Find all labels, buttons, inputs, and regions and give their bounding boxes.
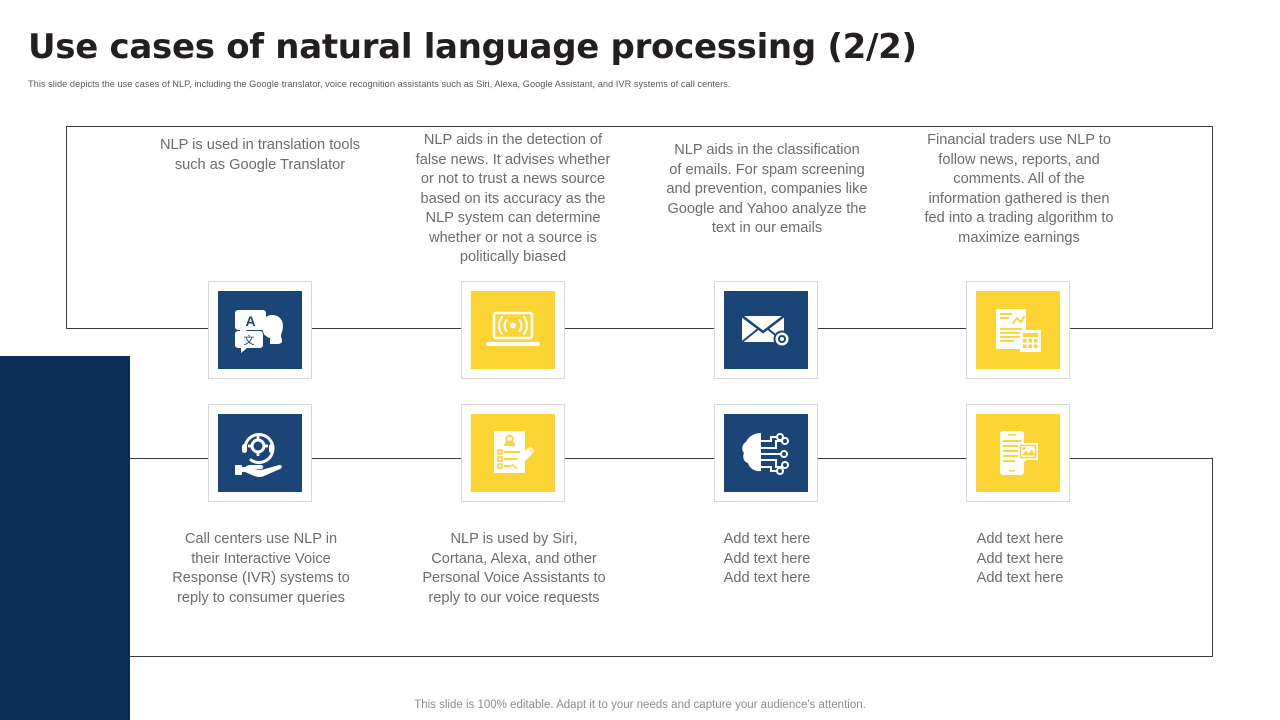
decorative-navy-block xyxy=(0,356,130,720)
icon-card-call-center[interactable] xyxy=(208,404,312,502)
desc-line: fed into a trading algorithm to xyxy=(924,210,1114,226)
description-placeholder-three: Add text here Add text here Add text her… xyxy=(651,530,883,589)
footer-note: This slide is 100% editable. Adapt it to… xyxy=(414,699,866,711)
icon-card-mobile-message[interactable] xyxy=(966,404,1070,502)
desc-line: Add text here xyxy=(723,531,811,547)
desc-line: politically biased xyxy=(459,249,567,265)
desc-line: their Interactive Voice xyxy=(191,550,331,567)
translate-icon: A 文 xyxy=(218,291,302,369)
desc-line: false news. It advises whether xyxy=(415,151,611,168)
desc-line: of emails. For spam screening xyxy=(669,161,865,178)
desc-line: Add text here xyxy=(976,570,1064,586)
desc-line: Add text here xyxy=(976,531,1064,547)
desc-line: Add text here xyxy=(723,570,811,586)
support-hand-icon xyxy=(218,414,302,492)
desc-line: comments. All of the xyxy=(953,171,1085,187)
icon-card-financial-trading[interactable] xyxy=(966,281,1070,379)
top-row-frame xyxy=(66,126,1213,329)
desc-line: or not to trust a news source xyxy=(420,171,606,187)
desc-line: reply to our voice requests xyxy=(428,589,600,606)
icon-card-email-spam[interactable] xyxy=(714,281,818,379)
desc-line: reply to consumer queries xyxy=(177,589,345,606)
financial-report-icon xyxy=(976,291,1060,369)
description-email-spam: NLP aids in the classification of emails… xyxy=(648,141,886,239)
laptop-signal-icon xyxy=(471,291,555,369)
desc-line: whether or not a source is xyxy=(429,229,597,246)
desc-line: Cortana, Alexa, and other xyxy=(431,550,597,567)
desc-line: follow news, reports, and xyxy=(938,151,1100,168)
desc-line: and prevention, companies like xyxy=(666,181,868,197)
desc-line: NLP system can determine xyxy=(425,210,601,226)
ai-brain-circuit-icon xyxy=(724,414,808,492)
desc-line: text in our emails xyxy=(711,220,823,236)
desc-line: maximize earnings xyxy=(958,229,1080,246)
description-voice-assistants: NLP is used by Siri, Cortana, Alexa, and… xyxy=(398,530,630,608)
desc-line: such as Google Translator xyxy=(174,156,346,173)
description-financial-trading: Financial traders use NLP to follow news… xyxy=(900,131,1138,248)
desc-line: information gathered is then xyxy=(928,190,1110,207)
form-pencil-icon xyxy=(471,414,555,492)
page-title: Use cases of natural language processing… xyxy=(28,27,917,67)
icon-card-ai-brain[interactable] xyxy=(714,404,818,502)
svg-text:A: A xyxy=(245,313,255,329)
icon-card-fake-news[interactable] xyxy=(461,281,565,379)
icon-card-translation[interactable]: A 文 xyxy=(208,281,312,379)
desc-line: NLP is used in translation tools xyxy=(159,137,361,153)
desc-line: Response (IVR) systems to xyxy=(172,570,350,586)
desc-line: Google and Yahoo analyze the xyxy=(667,200,867,217)
desc-line: NLP is used by Siri, xyxy=(450,531,578,547)
desc-line: Call centers use NLP in xyxy=(184,531,338,547)
desc-line: Financial traders use NLP to xyxy=(927,132,1111,148)
svg-text:文: 文 xyxy=(244,333,255,347)
desc-line: Personal Voice Assistants to xyxy=(422,570,606,586)
envelope-icon xyxy=(724,291,808,369)
desc-line: NLP aids in the detection of xyxy=(423,132,603,148)
desc-line: based on its accuracy as the xyxy=(420,190,606,207)
description-call-center: Call centers use NLP in their Interactiv… xyxy=(145,530,377,608)
description-placeholder-four: Add text here Add text here Add text her… xyxy=(904,530,1136,589)
description-translation: NLP is used in translation tools such as… xyxy=(140,136,380,175)
desc-line: Add text here xyxy=(976,550,1064,567)
page-subtitle: This slide depicts the use cases of NLP,… xyxy=(28,79,731,89)
mobile-message-icon xyxy=(976,414,1060,492)
desc-line: NLP aids in the classification xyxy=(674,142,860,158)
desc-line: Add text here xyxy=(723,550,811,567)
description-fake-news: NLP aids in the detection of false news.… xyxy=(398,131,628,268)
icon-card-voice-assistants[interactable] xyxy=(461,404,565,502)
